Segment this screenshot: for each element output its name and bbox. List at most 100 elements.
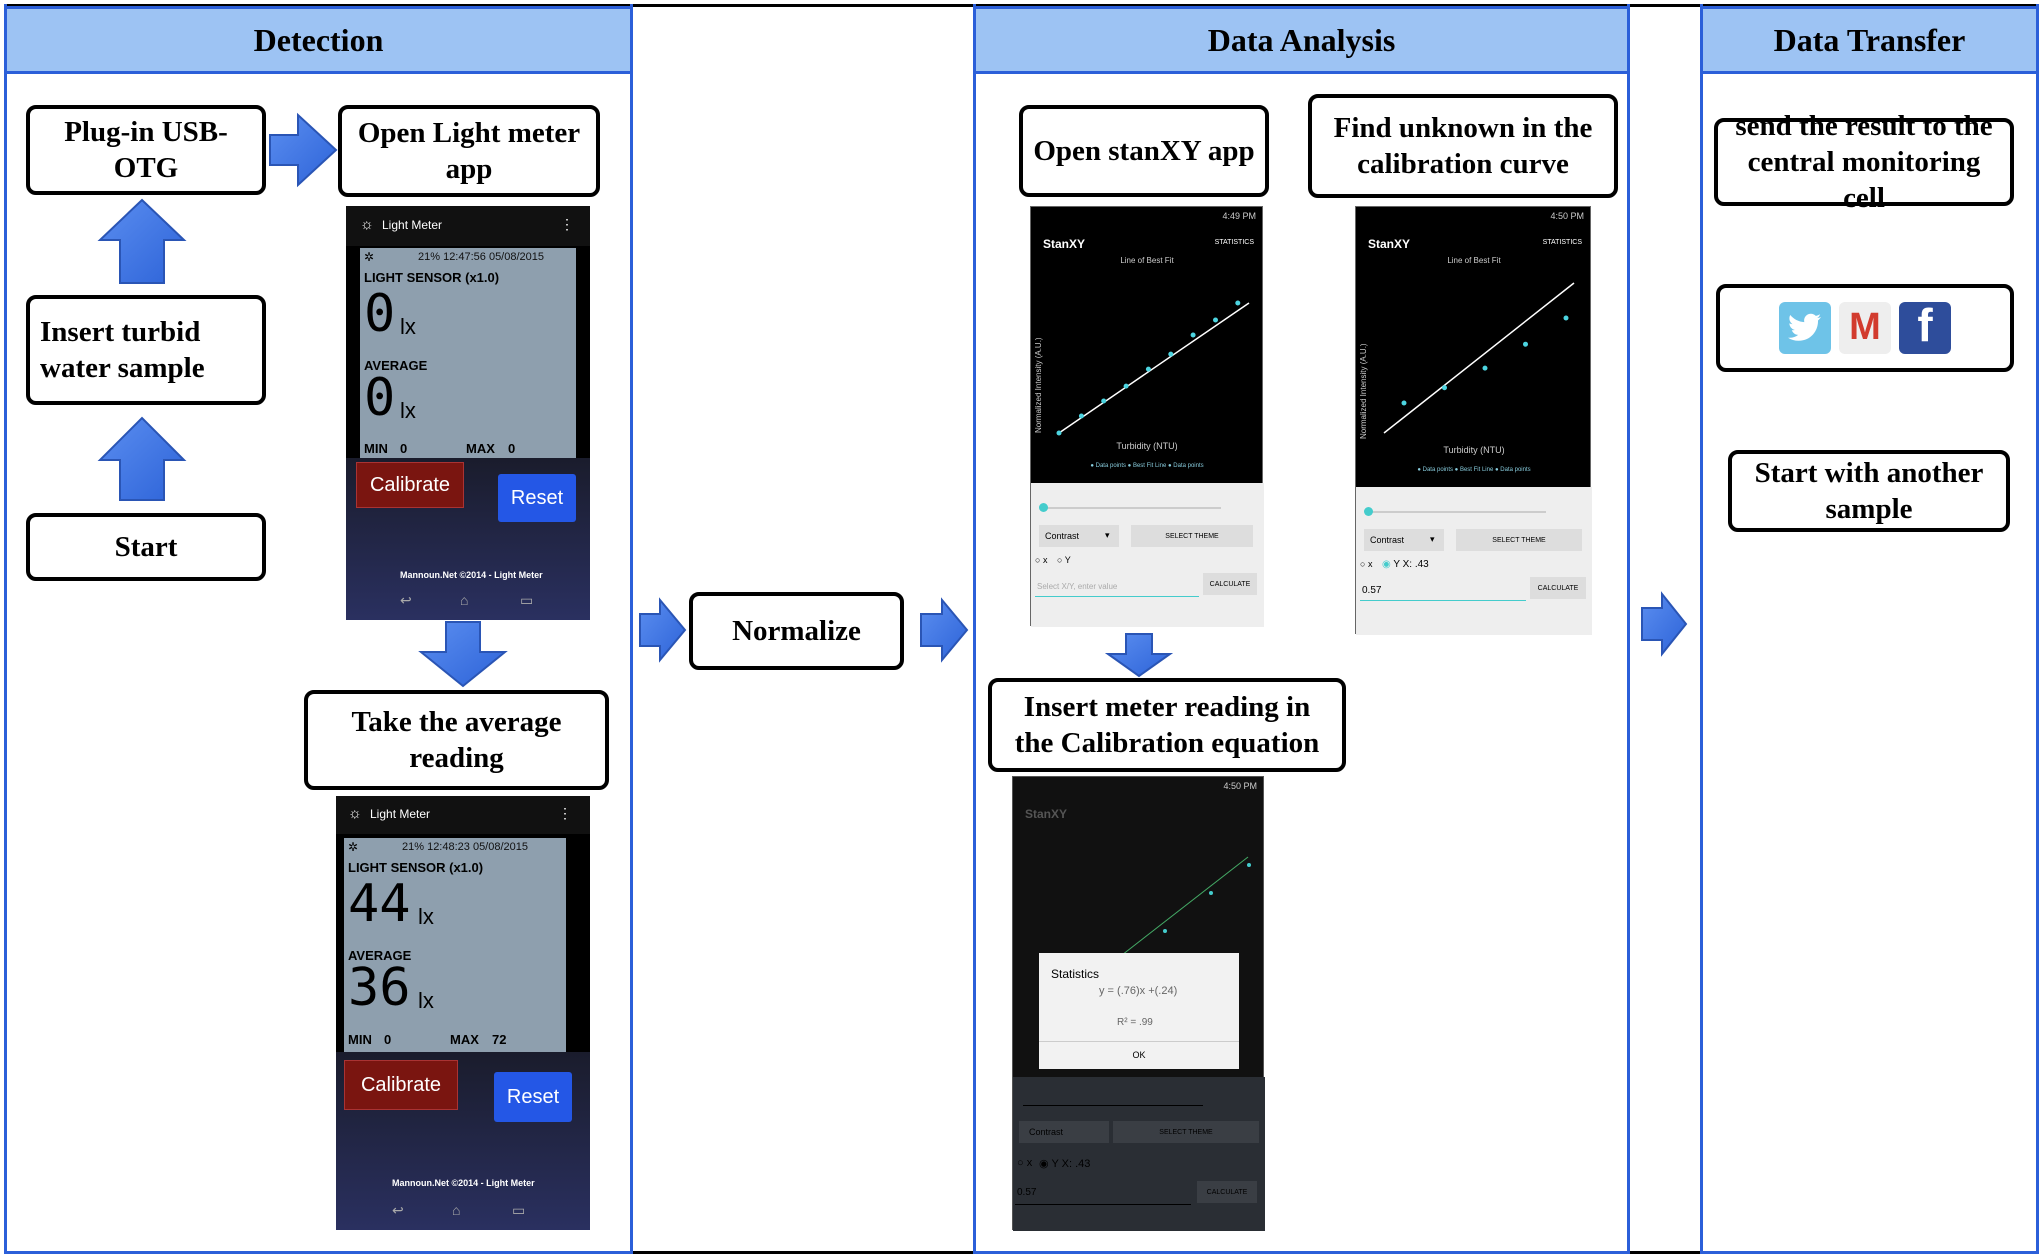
- reading-value: 44: [348, 874, 411, 934]
- sensor-label: LIGHT SENSOR (x1.0): [348, 860, 484, 875]
- data-point: [1213, 317, 1218, 323]
- back-icon[interactable]: ↩: [400, 592, 412, 608]
- radio-x[interactable]: ○ x: [1035, 555, 1048, 565]
- transfer-column: [1700, 4, 2039, 1254]
- status-time: 4:49 PM: [1222, 211, 1256, 221]
- calculate-button[interactable]: CALCULATE: [1203, 573, 1257, 595]
- reading-unit: lx: [400, 314, 416, 339]
- start-another-box: Start with another sample: [1728, 450, 2010, 532]
- twitter-icon[interactable]: [1779, 302, 1831, 354]
- find-unknown-box: Find unknown in the calibration curve: [1308, 94, 1618, 198]
- average-unit: lx: [400, 398, 416, 423]
- facebook-icon[interactable]: f: [1899, 299, 1951, 354]
- data-point: [1163, 929, 1167, 933]
- radio-y-selected[interactable]: ◉ Y X: .43: [1039, 1158, 1091, 1170]
- data-point: [1101, 398, 1107, 404]
- meter-display: ✲ 21% 12:47:56 05/08/2015 LIGHT SENSOR (…: [360, 248, 576, 458]
- calibrate-button[interactable]: Calibrate: [344, 1060, 458, 1110]
- open-stanxy-box: Open stanXY app: [1019, 105, 1269, 197]
- radio-y[interactable]: ○ Y: [1057, 555, 1071, 565]
- ok-button[interactable]: OK: [1039, 1041, 1239, 1067]
- sensor-label: LIGHT SENSOR (x1.0): [364, 270, 500, 285]
- dimmed-plot: [1112, 856, 1251, 963]
- slider-thumb[interactable]: [1364, 507, 1373, 516]
- app-title: StanXY: [1043, 237, 1086, 251]
- radio-x[interactable]: ○ x: [1017, 1157, 1033, 1169]
- reading-value: 0: [364, 284, 396, 344]
- dropdown-icon: ▾: [1105, 530, 1110, 540]
- analysis-header: Data Analysis: [973, 6, 1630, 74]
- data-point: [1145, 366, 1151, 372]
- data-point: [1563, 315, 1569, 321]
- statistics-menu[interactable]: STATISTICS: [1214, 239, 1254, 246]
- theme-value: Contrast: [1029, 1127, 1064, 1137]
- statistics-menu[interactable]: STATISTICS: [1542, 239, 1582, 246]
- sun-icon: ☼: [348, 805, 362, 822]
- overflow-menu-icon[interactable]: ⋮: [560, 216, 574, 232]
- slider-track[interactable]: [1041, 507, 1221, 509]
- light-meter-appbar: ☼ Light Meter ⋮: [336, 796, 590, 834]
- calibrate-button[interactable]: Calibrate: [356, 462, 464, 508]
- data-point: [1247, 863, 1251, 867]
- data-point: [1056, 430, 1062, 436]
- light-meter-appbar: ☼ Light Meter ⋮: [346, 206, 590, 246]
- input-placeholder: Select X/Y, enter value: [1037, 582, 1118, 591]
- average-label: AVERAGE: [364, 358, 428, 373]
- best-fit-line: [1112, 856, 1249, 963]
- calculate-button[interactable]: CALCULATE: [1530, 577, 1586, 599]
- slider-thumb[interactable]: [1039, 503, 1048, 512]
- value-input[interactable]: 0.57: [1015, 1183, 1191, 1205]
- radio-x[interactable]: ○ x: [1360, 559, 1373, 569]
- light-meter-phone-2: ☼ Light Meter ⋮ ✲ 21% 12:48:23 05/08/201…: [336, 796, 590, 1230]
- reset-button[interactable]: Reset: [498, 474, 576, 522]
- value-input[interactable]: Select X/Y, enter value: [1035, 577, 1199, 597]
- theme-select[interactable]: Contrast ▾: [1364, 529, 1444, 551]
- data-point: [1190, 332, 1196, 338]
- data-point: [1168, 351, 1174, 357]
- detection-header: Detection: [4, 6, 633, 74]
- home-icon[interactable]: ⌂: [460, 592, 469, 608]
- take-average-box: Take the average reading: [304, 690, 609, 790]
- footer-text: Mannoun.Net ©2014 - Light Meter: [400, 570, 543, 580]
- theme-select[interactable]: Contrast ▾: [1039, 525, 1119, 547]
- recent-apps-icon[interactable]: ▭: [520, 592, 534, 608]
- data-point: [1401, 400, 1407, 406]
- y-axis-label: Normalized Intensity (A.U.): [1034, 337, 1043, 433]
- slider-track[interactable]: [1366, 511, 1546, 513]
- select-theme-button[interactable]: SELECT THEME: [1131, 525, 1253, 547]
- radio-y-selected[interactable]: ◉ Y X: .43: [1382, 559, 1429, 570]
- plug-in-usb-box: Plug-in USB-OTG: [26, 105, 266, 195]
- theme-value: Contrast: [1045, 531, 1080, 541]
- home-icon[interactable]: ⌂: [452, 1202, 461, 1218]
- transfer-header: Data Transfer: [1700, 6, 2039, 74]
- slider-track[interactable]: [1023, 1105, 1203, 1106]
- insert-sample-box: Insert turbid water sample: [26, 295, 266, 405]
- select-theme-button[interactable]: SELECT THEME: [1456, 529, 1582, 551]
- calibration-plot-2: Line of Best Fit Turbidity (NTU) Normali…: [1359, 256, 1575, 473]
- input-value: 0.57: [1362, 585, 1382, 596]
- data-point: [1235, 300, 1241, 306]
- detection-column: [4, 4, 633, 1254]
- legend: ● Data points ● Best Fit Line ● Data poi…: [1417, 467, 1530, 473]
- average-unit: lx: [418, 988, 434, 1013]
- controls-panel: Contrast ▾ SELECT THEME ○ x ○ Y Select X…: [1031, 483, 1264, 627]
- recent-apps-icon[interactable]: ▭: [512, 1202, 526, 1218]
- data-point: [1482, 365, 1488, 371]
- app-title: StanXY: [1368, 237, 1411, 251]
- theme-select[interactable]: Contrast: [1019, 1121, 1109, 1143]
- average-value: 36: [348, 958, 411, 1018]
- value-input[interactable]: 0.57: [1360, 581, 1526, 601]
- average-value: 0: [364, 368, 396, 428]
- min-label: MIN: [348, 1032, 372, 1047]
- overflow-menu-icon[interactable]: ⋮: [558, 805, 572, 821]
- data-point: [1123, 383, 1129, 389]
- reset-button[interactable]: Reset: [494, 1072, 572, 1122]
- gmail-icon[interactable]: M: [1839, 302, 1891, 354]
- data-point: [1442, 385, 1447, 391]
- y-axis-label: Normalized Intensity (A.U.): [1359, 343, 1368, 439]
- send-result-box: send the result to the central monitorin…: [1714, 110, 2014, 214]
- light-meter-phone-1: ☼ Light Meter ⋮ ✲ 21% 12:47:56 05/08/201…: [346, 206, 590, 620]
- calculate-button[interactable]: CALCULATE: [1197, 1181, 1257, 1203]
- back-icon[interactable]: ↩: [392, 1202, 404, 1218]
- select-theme-button[interactable]: SELECT THEME: [1113, 1121, 1259, 1143]
